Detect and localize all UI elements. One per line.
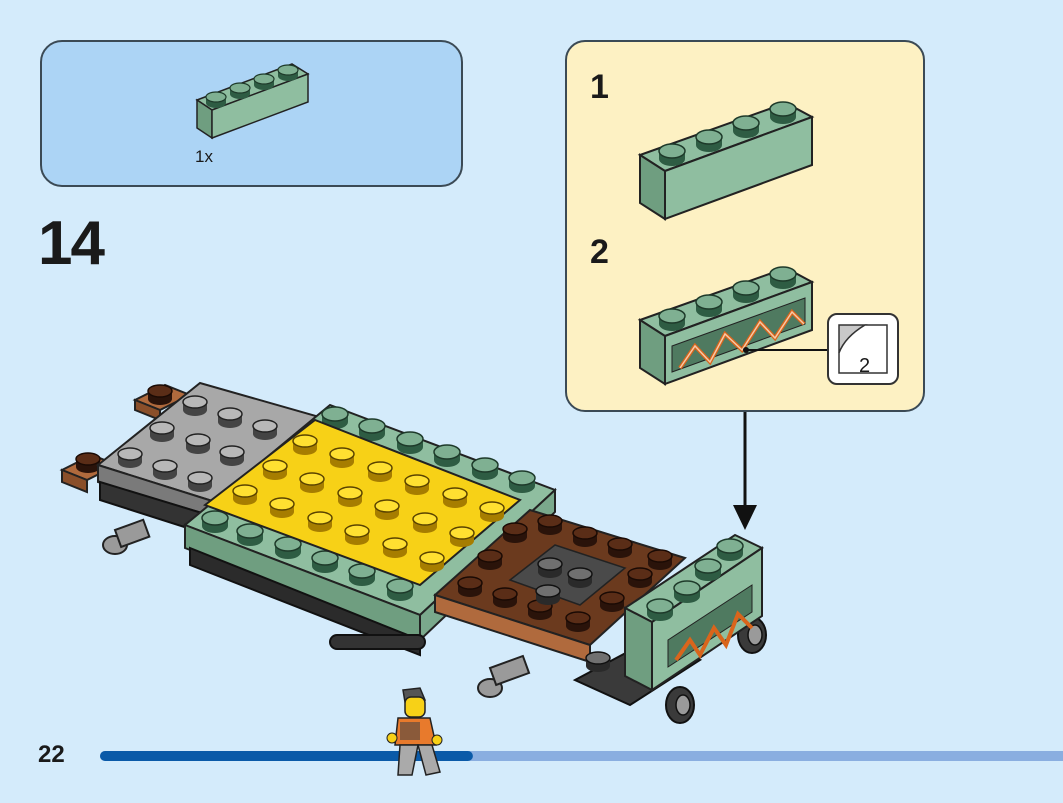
down-arrow-icon [733,412,757,530]
step-number: 14 [38,209,105,278]
sub-step-1-brick [637,101,815,221]
sub-step-label-1: 1 [590,68,609,106]
model-illustration [59,381,767,724]
minifigure-icon [386,687,443,776]
sub-step-label-2: 2 [590,233,609,271]
page-number: 22 [38,741,65,768]
sticker-icon [838,324,888,374]
part-quantity: 1x [195,147,213,166]
sticker-callout: 2 [827,313,899,385]
sub-step-2-brick [637,266,815,386]
part-brick-icon [195,63,310,140]
sticker-number: 2 [859,355,871,377]
